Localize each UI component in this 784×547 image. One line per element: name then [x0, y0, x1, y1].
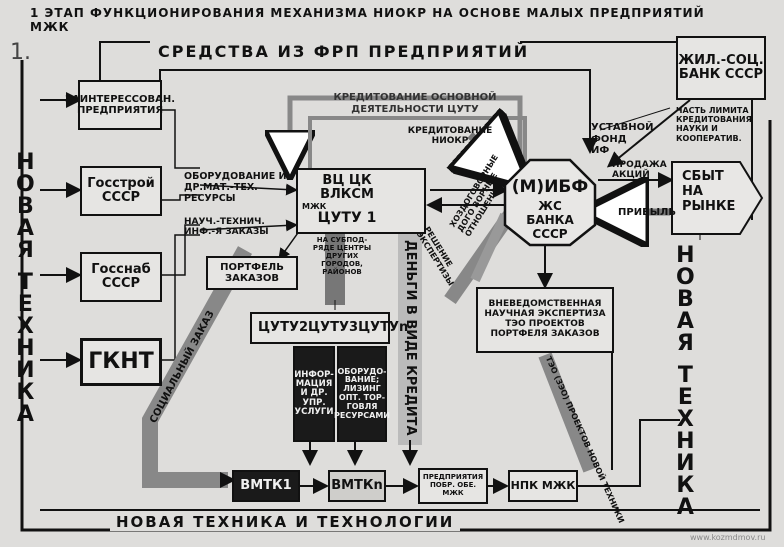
- watermark: www.kozmdmov.ru: [690, 533, 766, 542]
- vertical-letter: Я: [16, 238, 34, 263]
- vertical-letter: А: [676, 495, 694, 520]
- cutu-row-box: ЦУТУ2 ЦУТУ3 ЦУТУn: [250, 312, 408, 344]
- vertical-letter: Х: [676, 407, 694, 432]
- vertical-letter: А: [16, 402, 34, 427]
- ibf-sub: ЖС БАНКА СССР: [526, 199, 574, 241]
- vertical-letter: Т: [677, 363, 693, 388]
- vertical-letter: А: [676, 309, 694, 334]
- vertical-letter: Н: [16, 336, 35, 361]
- market-label: СБЫТ НА РЫНКЕ: [682, 169, 736, 214]
- center-sub: МЖК: [302, 201, 327, 211]
- cutu-n: ЦУТУn: [358, 319, 409, 335]
- vertical-letter: Е: [17, 292, 33, 317]
- stock-sale-label: ПРОДАЖА АКЦИЙ: [612, 160, 667, 181]
- center-box: ВЦ ЦК ВЛКСМ МЖК ЦУТУ 1: [296, 168, 426, 234]
- diagram-title: 1 ЭТАП ФУНКЦИОНИРОВАНИЯ МЕХАНИЗМА НИОКР …: [30, 6, 705, 34]
- vertical-letter: К: [16, 380, 35, 405]
- credit-niokr-label: КРЕДИТОВАНИЕ НИОКР: [407, 126, 493, 147]
- gossnab-box: Госснаб СССР: [80, 252, 162, 302]
- vertical-letter: Н: [16, 150, 35, 175]
- vertical-letter: И: [16, 358, 35, 383]
- vertical-letter: Я: [676, 331, 694, 356]
- cutu-2: ЦУТУ2: [258, 319, 309, 335]
- vertical-letter: В: [676, 287, 694, 312]
- vertical-letter: О: [16, 172, 35, 197]
- vertical-letter: К: [676, 473, 695, 498]
- vertical-letter: Н: [676, 243, 695, 268]
- equipment-leasing-box: ОБОРУДО-ВАНИЕ; ЛИЗИНГ ОПТ. ТОР-ГОВЛЯ РЕС…: [334, 346, 390, 442]
- market-arrow-shape: [671, 161, 764, 235]
- top-banner: СРЕДСТВА ИЗ ФРП ПРЕДПРИЯТИЙ: [158, 42, 530, 61]
- profit-label: ПРИБЫЛЬ: [618, 207, 676, 218]
- page-number: 1.: [10, 40, 31, 65]
- center-cutu: ЦУТУ 1: [317, 210, 377, 227]
- gosstroy-box: Госстрой СССР: [80, 166, 162, 216]
- vertical-letter: И: [676, 451, 695, 476]
- info-box: ИНФОР-МАЦИЯ И ДР. УПР. УСЛУГИ: [293, 346, 335, 442]
- cutu-3: ЦУТУ3: [308, 319, 359, 335]
- portfolio-box: ПОРТФЕЛЬ ЗАКАЗОВ: [206, 256, 298, 290]
- bank-box: ЖИЛ.-СОЦ. БАНК СССР: [676, 36, 766, 100]
- vmtk1-box: ВМТК1: [232, 470, 300, 502]
- vertical-letter: Т: [17, 270, 33, 295]
- bottom-banner: НОВАЯ ТЕХНИКА И ТЕХНОЛОГИИ: [110, 513, 461, 532]
- enterprises-box: ПРЕДПРИЯТИЯ ПОБР. ОБЕ. МЖК: [418, 468, 488, 504]
- money-credit-label: ДЕНЬГИ В ВИДЕ КРЕДИТА: [403, 240, 418, 436]
- fund-label: УСТАВНОЙ ФОНД ИФ: [591, 122, 654, 156]
- vertical-letter: О: [676, 265, 695, 290]
- gknt-box: ГКНТ: [80, 338, 162, 386]
- npk-box: НПК МЖК: [508, 470, 578, 502]
- equipment-label: ОБОРУДОВАНИЕ И ДР.МАТ.-ТЕХ. РЕСУРСЫ: [184, 171, 287, 204]
- vertical-letter: В: [16, 194, 34, 219]
- ibf-octagon: [503, 158, 597, 247]
- center-note: НА СУБПОД-РЯДЕ ЦЕНТРЫ ДРУГИХ ГОРОДОВ, РА…: [312, 236, 372, 277]
- expertise-box: ВНЕВЕДОМСТВЕННАЯ НАУЧНАЯ ЭКСПЕРТИЗА ТЭО …: [476, 287, 614, 353]
- sci-orders-label: НАУЧ.-ТЕХНИЧ. ИНФ.-Я ЗАКАЗЫ: [184, 217, 269, 238]
- interested-enterprises-box: ЗАИНТЕРЕССОВАН. ПРЕДПРИЯТИЯ: [65, 80, 175, 130]
- vertical-letter: Е: [677, 385, 693, 410]
- bank-note: ЧАСТЬ ЛИМИТА КРЕДИТОВАНИЯ НАУКИ И КООПЕР…: [676, 106, 752, 143]
- center-header: ВЦ ЦК ВЛКСМ: [320, 173, 374, 203]
- vertical-letter: Н: [676, 429, 695, 454]
- credit-main-label: КРЕДИТОВАНИЕ ОСНОВНОЙ ДЕЯТЕЛЬНОСТИ ЦУТУ: [333, 92, 497, 115]
- vmtkn-box: ВМТКn: [328, 470, 386, 502]
- vertical-letter: Х: [16, 314, 34, 339]
- ibf-title: (М)ИБФ: [511, 177, 589, 197]
- vertical-letter: А: [16, 216, 34, 241]
